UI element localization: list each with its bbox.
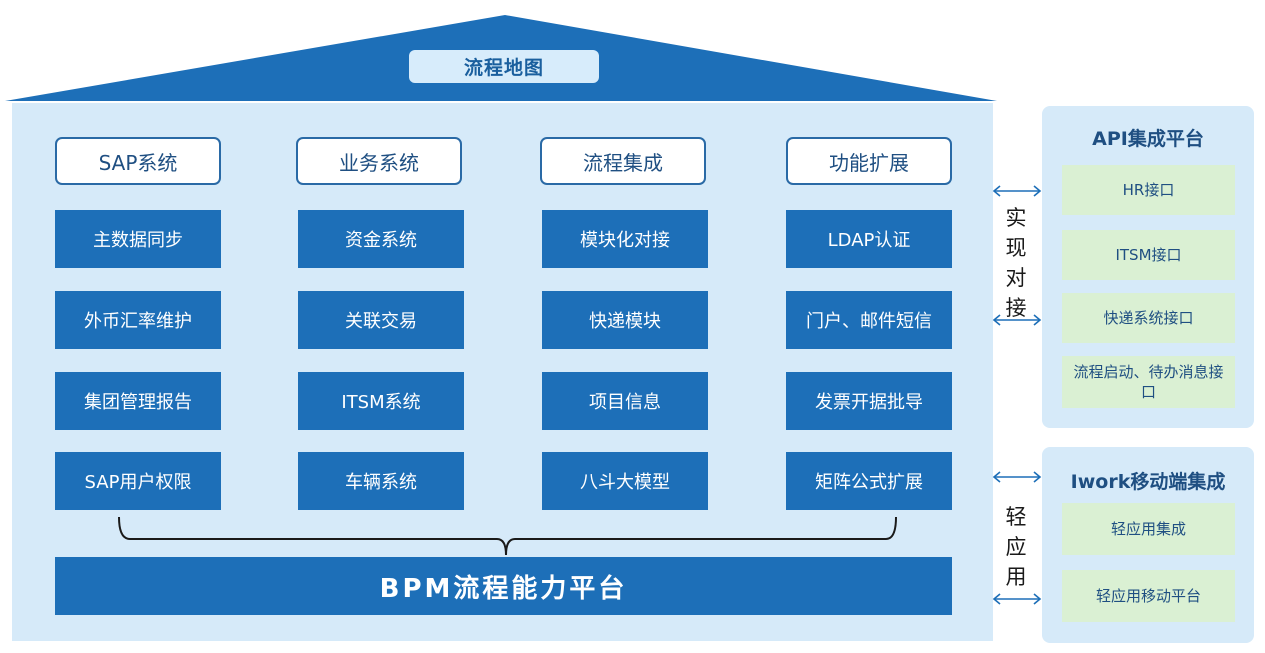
item-box[interactable]: 发票开据批导 (786, 372, 952, 430)
item-box[interactable]: 模块化对接 (542, 210, 708, 268)
api-item[interactable]: 快递系统接口 (1062, 293, 1235, 343)
item-box[interactable]: LDAP认证 (786, 210, 952, 268)
iwork-item[interactable]: 轻应用移动平台 (1062, 570, 1235, 622)
iwork-item[interactable]: 轻应用集成 (1062, 503, 1235, 555)
item-box[interactable]: 关联交易 (298, 291, 464, 349)
item-box[interactable]: 项目信息 (542, 372, 708, 430)
category-sap[interactable]: SAP系统 (55, 137, 221, 185)
item-box[interactable]: 车辆系统 (298, 452, 464, 510)
api-item[interactable]: ITSM接口 (1062, 230, 1235, 280)
double-arrow-icon (992, 593, 1042, 605)
category-process-integration[interactable]: 流程集成 (540, 137, 706, 185)
process-map-title: 流程地图 (409, 50, 599, 83)
double-arrow-icon (992, 314, 1042, 326)
double-arrow-icon (992, 185, 1042, 197)
bpm-platform-bar: BPM流程能力平台 (55, 557, 952, 615)
item-box[interactable]: 矩阵公式扩展 (786, 452, 952, 510)
item-box[interactable]: 资金系统 (298, 210, 464, 268)
item-box[interactable]: ITSM系统 (298, 372, 464, 430)
api-panel-title: API集成平台 (1092, 128, 1204, 150)
item-box[interactable]: 主数据同步 (55, 210, 221, 268)
connector-label-light-app: 轻应用 (1001, 502, 1031, 592)
connector-label-text: 轻应用 (1005, 505, 1027, 589)
api-item[interactable]: 流程启动、待办消息接口 (1062, 356, 1235, 408)
connector-label-integration: 实现对接 (1001, 203, 1031, 323)
api-integration-panel: API集成平台 HR接口 ITSM接口 快递系统接口 流程启动、待办消息接口 (1042, 106, 1254, 428)
category-business[interactable]: 业务系统 (296, 137, 462, 185)
iwork-panel-title: Iwork移动端集成 (1070, 471, 1226, 493)
item-box[interactable]: SAP用户权限 (55, 452, 221, 510)
api-item[interactable]: HR接口 (1062, 165, 1235, 215)
iwork-mobile-panel: Iwork移动端集成 轻应用集成 轻应用移动平台 (1042, 447, 1254, 643)
item-box[interactable]: 门户、邮件短信 (786, 291, 952, 349)
connector-label-text: 实现对接 (1005, 206, 1027, 320)
item-box[interactable]: 集团管理报告 (55, 372, 221, 430)
item-box[interactable]: 外币汇率维护 (55, 291, 221, 349)
item-box[interactable]: 八斗大模型 (542, 452, 708, 510)
category-function-extension[interactable]: 功能扩展 (786, 137, 952, 185)
grouping-brace (118, 516, 897, 556)
item-box[interactable]: 快递模块 (542, 291, 708, 349)
double-arrow-icon (992, 471, 1042, 483)
